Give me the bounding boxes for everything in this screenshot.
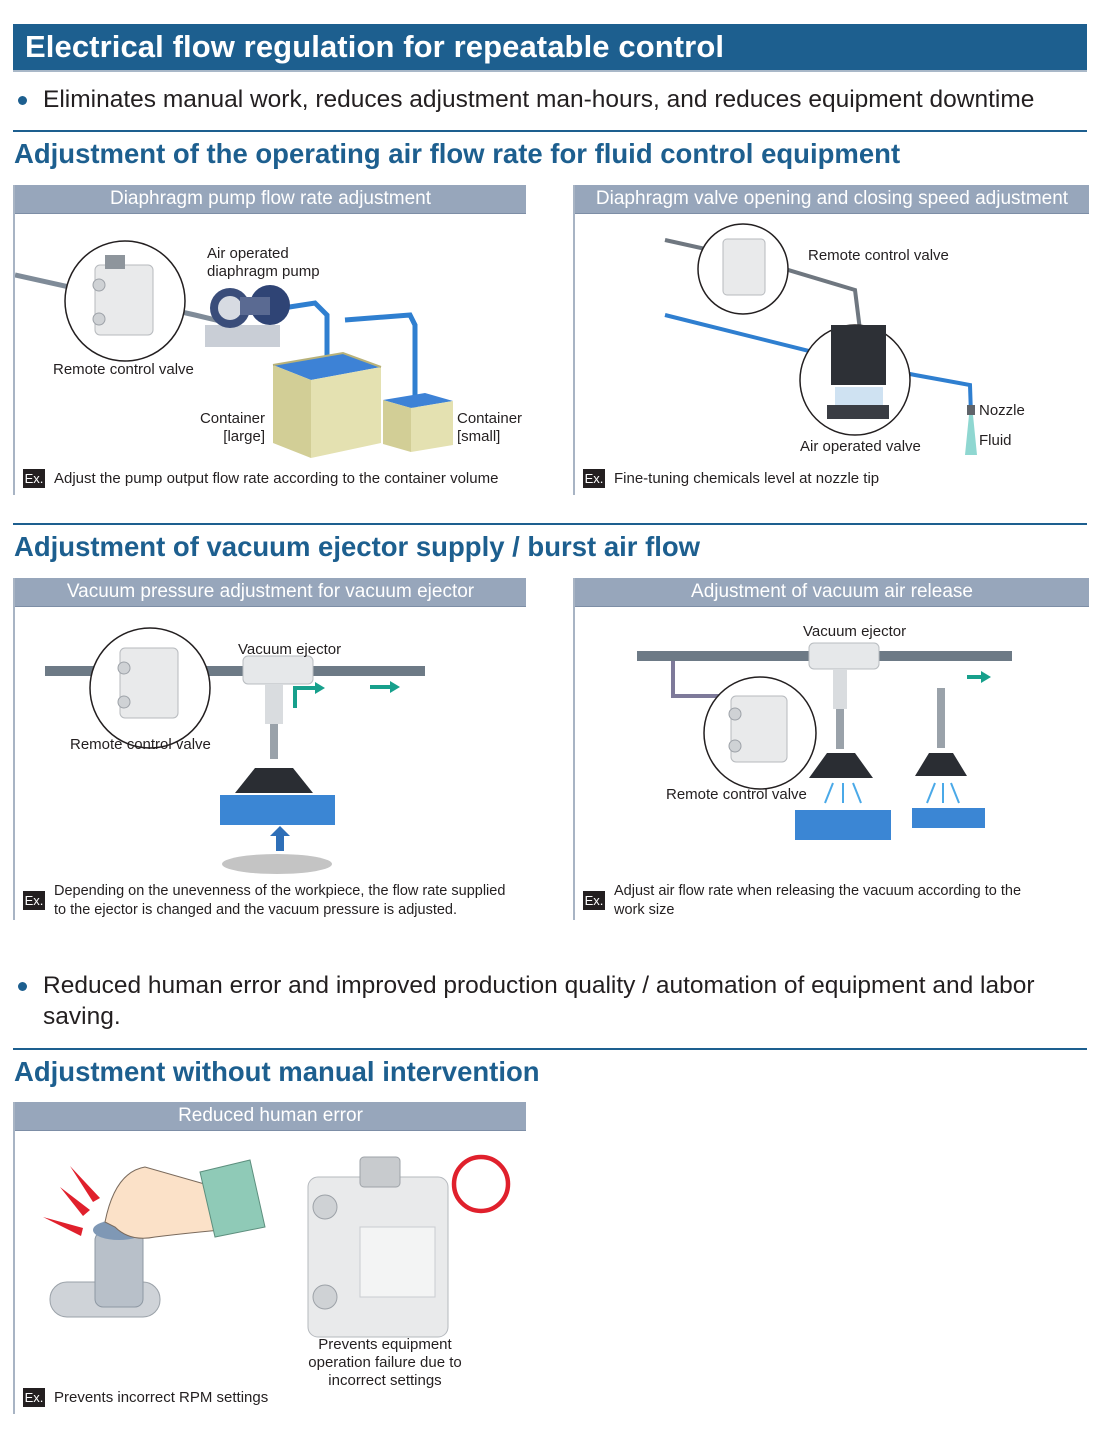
label-vacuum-ejector: Vacuum ejector: [238, 641, 342, 658]
label-nozzle: Nozzle: [979, 402, 1025, 419]
example-row: Ex. Adjust the pump output flow rate acc…: [23, 469, 499, 488]
section-vacuum-ejector: Adjustment of vacuum ejector supply / bu…: [13, 523, 1087, 562]
label-remote-control-valve: Remote control valve: [53, 361, 194, 378]
label-air-operated-valve: Air operated valve: [800, 438, 921, 455]
label-container-large: Container [large]: [199, 410, 265, 445]
section-fluid-control: Adjustment of the operating air flow rat…: [13, 130, 1087, 169]
manual-valve-hand: [49, 1159, 266, 1318]
valve-illustration: [664, 223, 977, 455]
label-air-operated-pump: Air operated diaphragm pump: [207, 245, 320, 280]
label-prevents-failure: Prevents equipment operation failure due…: [308, 1336, 462, 1389]
panel-vacuum-pressure: Vacuum pressure adjustment for vacuum ej…: [13, 578, 526, 920]
main-title: Electrical flow regulation for repeatabl…: [25, 29, 725, 64]
label-container-small: Container [small]: [457, 410, 523, 445]
ex-badge: Ex.: [583, 469, 605, 488]
example-row: Ex. Fine-tuning chemicals level at nozzl…: [583, 469, 880, 488]
label-vacuum-ejector: Vacuum ejector: [803, 623, 907, 640]
panel-reduced-human-error: Reduced human error Prevents equipment o…: [13, 1102, 526, 1414]
error-illustration: [43, 1154, 511, 1338]
section-heading: Adjustment without manual intervention: [14, 1056, 540, 1087]
panel-title: Vacuum pressure adjustment for vacuum ej…: [15, 578, 526, 607]
panel-title: Diaphragm pump flow rate adjustment: [15, 185, 526, 214]
ex-badge: Ex.: [23, 891, 45, 910]
label-remote-control-valve: Remote control valve: [666, 786, 807, 803]
panel-vacuum-release: Adjustment of vacuum air release Vacuum …: [573, 578, 1089, 920]
section-no-manual-intervention: Adjustment without manual intervention: [13, 1048, 1087, 1087]
example-row: Ex. Prevents incorrect RPM settings: [23, 1388, 269, 1407]
bullet-dot: [18, 96, 27, 105]
label-fluid: Fluid: [979, 432, 1012, 449]
bullet-dot: [18, 982, 27, 991]
section-heading: Adjustment of vacuum ejector supply / bu…: [14, 531, 701, 562]
example-row: Ex. Depending on the unevenness of the w…: [23, 883, 506, 918]
label-remote-control-valve: Remote control valve: [70, 736, 211, 753]
panel-title: Adjustment of vacuum air release: [575, 578, 1089, 607]
ex-badge: Ex.: [583, 891, 605, 910]
ex-badge: Ex.: [23, 1388, 45, 1407]
main-title-banner: Electrical flow regulation for repeatabl…: [13, 24, 1087, 72]
example-row: Ex. Adjust air flow rate when releasing …: [583, 883, 1022, 918]
section-heading: Adjustment of the operating air flow rat…: [14, 138, 901, 169]
alert-marks: [43, 1166, 100, 1236]
panel-title: Diaphragm valve opening and closing spee…: [575, 185, 1089, 214]
remote-valve-product: [307, 1156, 449, 1338]
ejector-illustration: [45, 627, 425, 874]
release-illustration: [637, 642, 1012, 840]
bullet-reduced-human-error: Reduced human error and improved product…: [18, 970, 1093, 1032]
panel-diaphragm-pump: Diaphragm pump flow rate adjustment Air …: [13, 185, 526, 495]
label-remote-control-valve: Remote control valve: [808, 247, 949, 264]
panel-diaphragm-valve-body: Diaphragm valve opening and closing spee…: [573, 185, 1089, 495]
pump-illustration: [15, 240, 453, 458]
ex-badge: Ex.: [23, 469, 45, 488]
ok-circle-mark: [451, 1154, 511, 1214]
panel-title: Reduced human error: [15, 1102, 526, 1131]
bullet-eliminates-manual-work: Eliminates manual work, reduces adjustme…: [18, 84, 1093, 115]
